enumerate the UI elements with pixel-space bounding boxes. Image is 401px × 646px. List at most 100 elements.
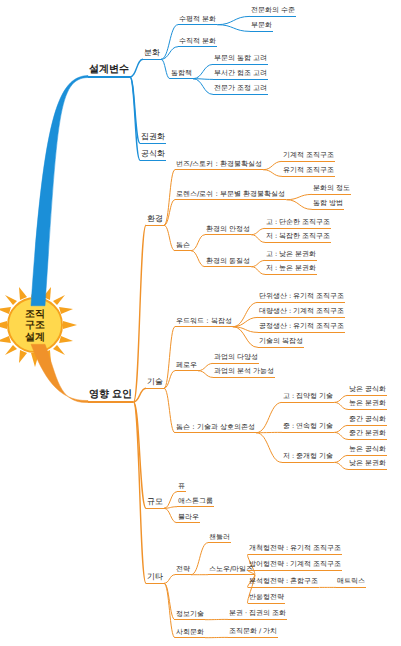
topic-node: 중간 분권화 bbox=[348, 430, 387, 440]
branch-line bbox=[256, 432, 282, 433]
topic-node: 부서간 협조 고려 bbox=[213, 70, 268, 80]
topic-node: 저 : 복잡한 조직구조 bbox=[265, 233, 331, 243]
topic-text: 공식화 bbox=[141, 149, 165, 159]
branch-line bbox=[164, 575, 175, 584]
topic-text: 저 : 복잡한 조직구조 bbox=[266, 233, 330, 241]
topic-text: 통합 방법 bbox=[313, 200, 343, 208]
topic-text: 환경 bbox=[147, 214, 163, 224]
topic-node: 저 : 중개형 기술 bbox=[282, 453, 334, 463]
topic-text: 매트릭스 bbox=[337, 578, 365, 586]
topic-text: 전략 bbox=[176, 565, 190, 573]
branch-line bbox=[164, 327, 175, 389]
topic-node: 규모 bbox=[146, 497, 164, 509]
topic-node: 분권 · 집권의 조화 bbox=[228, 610, 287, 620]
branch-line bbox=[334, 432, 348, 439]
branch-line bbox=[164, 492, 177, 509]
topic-text: 반응형전략 bbox=[249, 594, 284, 602]
topic-node: 고 : 집약형 기술 bbox=[282, 393, 334, 403]
topic-text: 기타 bbox=[147, 572, 163, 582]
branch-line bbox=[164, 225, 175, 250]
topic-text: 로렌스/로쉬 : 부문별 환경불확실성 bbox=[176, 190, 285, 198]
topic-node: 집권화 bbox=[140, 132, 166, 144]
topic-node: 공정생산 : 유기적 조직구조 bbox=[258, 323, 345, 333]
branch-line bbox=[193, 79, 213, 95]
topic-text: 중간 공식화 bbox=[349, 416, 386, 424]
topic-text: 유기적 조직구조 bbox=[283, 167, 334, 175]
topic-node: 페로우 bbox=[175, 361, 198, 371]
topic-node: 분화의 정도 bbox=[312, 185, 351, 195]
topic-text: 사회문화 bbox=[176, 628, 204, 636]
topic-text: 중 : 연속형 기술 bbox=[283, 423, 333, 431]
topic-text: 톰슨 : 기술과 상호의존성 bbox=[176, 423, 255, 431]
topic-node: 정보기술 bbox=[175, 610, 205, 620]
topic-node: 수평적 분화 bbox=[178, 15, 217, 25]
branch-line bbox=[233, 302, 258, 326]
branch-line bbox=[319, 587, 336, 588]
topic-node: 조직문화 / 가치 bbox=[228, 628, 278, 638]
branch-line bbox=[133, 388, 146, 402]
topic-text: 부서간 협조 고려 bbox=[214, 70, 267, 78]
branch-line bbox=[133, 225, 146, 402]
topic-node: 챈들러 bbox=[208, 533, 231, 543]
topic-text: 수직적 분화 bbox=[179, 37, 216, 45]
branch-line bbox=[256, 402, 282, 432]
topic-text: 기술 bbox=[147, 377, 163, 387]
topic-node: 낮은 공식화 bbox=[348, 386, 387, 396]
topic-text: 대량생산 : 기계적 조직구조 bbox=[259, 308, 344, 316]
topic-text: 낮은 공식화 bbox=[349, 386, 386, 394]
branch-line bbox=[263, 161, 282, 169]
topic-text: 분권 · 집권의 조화 bbox=[229, 610, 286, 618]
topic-node: 과업의 분석 가능성 bbox=[213, 368, 275, 378]
branch-line bbox=[161, 47, 178, 60]
topic-node: 환경 bbox=[146, 214, 164, 226]
branch-line bbox=[251, 235, 265, 243]
topic-text: 분화의 정도 bbox=[313, 185, 350, 193]
topic-node: 기술 bbox=[146, 377, 164, 389]
topic-node: 중간 공식화 bbox=[348, 416, 387, 426]
topic-text: 조직구조설계 bbox=[25, 308, 46, 343]
topic-text: 중간 분권화 bbox=[349, 430, 386, 438]
topic-node: 전략 bbox=[175, 565, 191, 575]
topic-text: 개척형전략 : 유기적 조직구조 bbox=[249, 545, 341, 553]
branch-line bbox=[205, 637, 228, 638]
topic-node: 반응형전략 bbox=[248, 594, 285, 604]
topic-text: 환경의 안정성 bbox=[206, 225, 250, 233]
branch-line bbox=[193, 64, 213, 78]
topic-node: 중 : 연속형 기술 bbox=[282, 423, 334, 433]
topic-text: 부문의 통합 고려 bbox=[214, 55, 267, 63]
branch-line bbox=[164, 583, 175, 637]
topic-text: 방어형전략 : 기계적 조직구조 bbox=[249, 561, 341, 569]
topic-text: 환경의 동질성 bbox=[206, 257, 250, 265]
branch-line bbox=[286, 200, 312, 210]
topic-text: 챈들러 bbox=[209, 533, 230, 541]
branch-line bbox=[334, 462, 348, 469]
topic-node: 통합책 bbox=[170, 69, 193, 79]
topic-node: 우드워드 : 복잡성 bbox=[175, 317, 233, 327]
topic-text: 애스톤그룹 bbox=[178, 497, 213, 505]
topic-text: 수평적 분화 bbox=[179, 15, 216, 23]
topic-node: 고 : 단순한 조직구조 bbox=[265, 219, 331, 229]
branch-line bbox=[233, 327, 258, 348]
topic-node: 단위생산 : 유기적 조직구조 bbox=[258, 293, 345, 303]
topic-node: 방어형전략 : 기계적 조직구조 bbox=[248, 561, 342, 571]
topic-node: 유기적 조직구조 bbox=[282, 167, 335, 177]
topic-node: 고 : 낮은 분권화 bbox=[265, 251, 317, 261]
branch-line bbox=[130, 59, 143, 77]
topic-node: 대량생산 : 기계적 조직구조 bbox=[258, 308, 345, 318]
topic-node: 분석형전략 : 혼합구조 bbox=[248, 578, 319, 588]
branch-line bbox=[191, 251, 205, 267]
topic-text: 높은 분권화 bbox=[349, 400, 386, 408]
branch-line bbox=[251, 260, 265, 266]
branch-line bbox=[334, 455, 348, 462]
branch-line bbox=[164, 170, 175, 226]
topic-node: 설계변수 bbox=[88, 63, 130, 78]
topic-text: 정보기술 bbox=[176, 610, 204, 618]
branch-line bbox=[191, 574, 208, 575]
topic-text: 저 : 중개형 기술 bbox=[283, 453, 333, 461]
sun-disc bbox=[8, 298, 62, 352]
branch-line bbox=[217, 25, 250, 32]
topic-node: 전문화의 수준 bbox=[250, 7, 296, 17]
topic-text: 기술의 복잡성 bbox=[259, 338, 303, 346]
topic-node: 환경의 동질성 bbox=[205, 257, 251, 267]
topic-node: 수직적 분화 bbox=[178, 37, 217, 47]
